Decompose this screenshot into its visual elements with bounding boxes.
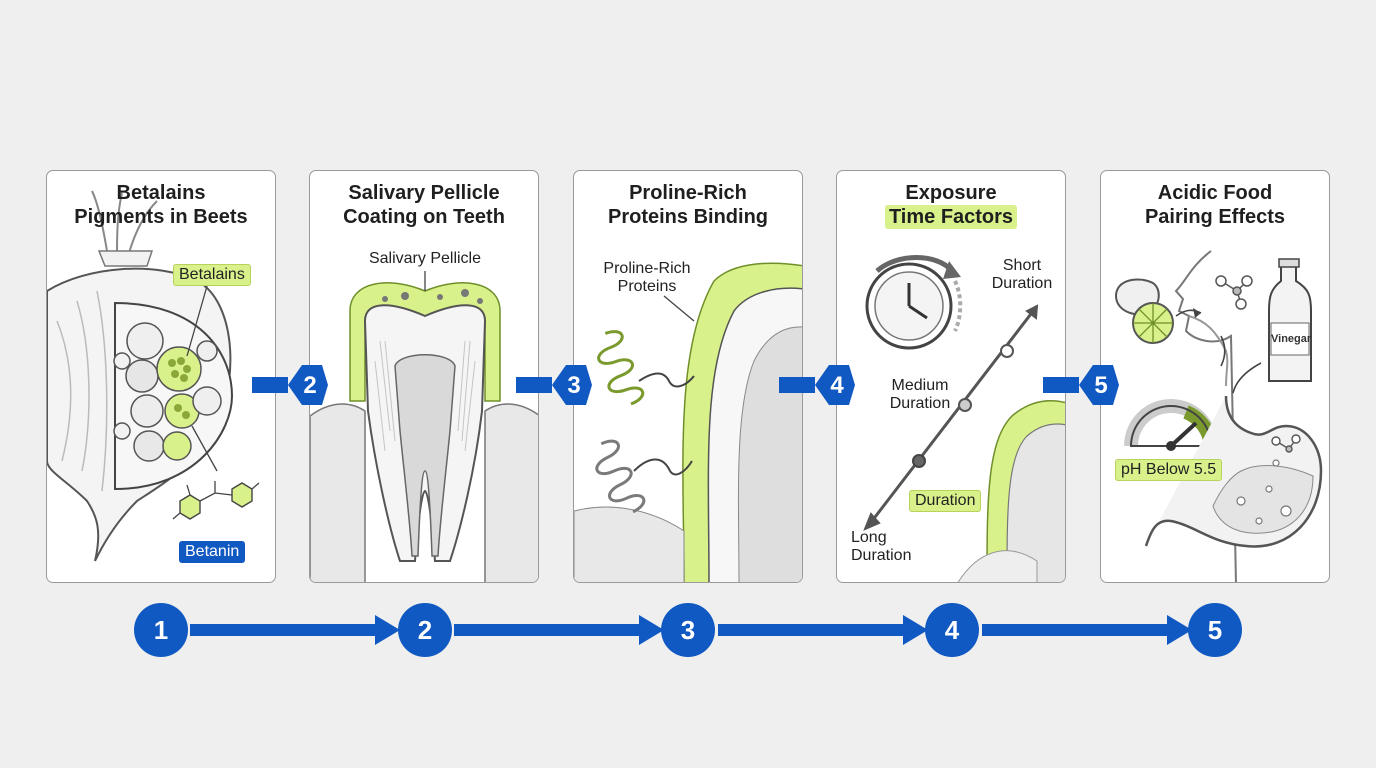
step-circle-1 (134, 603, 188, 657)
between-marker-5-label: 5 (1094, 372, 1107, 399)
betanin-label: Betanin (179, 541, 246, 563)
between-marker-5: 5 (1043, 365, 1119, 405)
between-marker-4: 4 (779, 365, 855, 405)
vinegar-bottle-icon (1268, 262, 1312, 382)
between-marker-2-label: 2 (303, 372, 316, 399)
panel-title: Proline-Rich Proteins Binding (608, 182, 768, 228)
step-number-4: 4 (944, 615, 960, 645)
between-marker-3-label: 3 (567, 372, 580, 399)
step-number-2: 2 (417, 615, 433, 645)
short-line1: Short (1002, 257, 1042, 274)
panel-title: Exposure Time Factors (837, 181, 1065, 229)
medium-line2: Duration (889, 395, 951, 412)
between-marker-4-label: 4 (830, 372, 844, 399)
long-line1: Long (851, 529, 887, 546)
proteins-label-line1: Proline-Rich (603, 260, 691, 277)
between-marker-3: 3 (516, 365, 592, 405)
ph-label: pH Below 5.5 (1115, 459, 1223, 481)
medium-duration-label: Medium Duration (877, 377, 963, 413)
beet-illustration (47, 190, 260, 562)
betalains-label: Betalains (173, 264, 251, 286)
panel-salivary-pellicle: Salivary Pellicle Coating on Teeth Saliv… (309, 170, 539, 583)
short-duration-label: Short Duration (977, 257, 1065, 293)
panel-betalains: Betalains Pigments in Beets Betalains Be… (46, 170, 276, 583)
step-circle-3 (661, 603, 715, 657)
exposure-time-illustration (863, 255, 1065, 582)
step-number-3: 3 (680, 615, 696, 645)
tooth-illustration (310, 271, 538, 582)
acidic-food-illustration (1114, 250, 1323, 582)
proteins-label-line2: Proteins (617, 278, 677, 295)
long-line2: Duration (851, 547, 912, 564)
panel-title: Acidic Food Pairing Effects (1144, 182, 1286, 228)
step-number-1: 1 (153, 615, 169, 645)
vinegar-label: Vinegar (1271, 333, 1312, 345)
between-marker-2: 2 (252, 365, 328, 405)
panel-exposure-time: Exposure Time Factors Short Duration Med… (836, 170, 1066, 583)
panel-title: Betalains Pigments in Beets (74, 182, 248, 228)
duration-label: Duration (909, 490, 982, 512)
long-duration-label: Long Duration (851, 529, 941, 565)
short-line2: Duration (991, 275, 1053, 292)
panel-proline-rich-proteins: Proline-Rich Proteins Binding Proline-Ri… (573, 170, 803, 583)
salivary-pellicle-label: Salivary Pellicle (368, 250, 482, 267)
step-circle-5 (1188, 603, 1242, 657)
step-circle-4 (925, 603, 979, 657)
panel-acidic-food: Acidic Food Pairing Effects Vinegar pH B… (1100, 170, 1330, 583)
proline-rich-proteins-label: Proline-Rich Proteins (582, 260, 712, 296)
medium-line1: Medium (891, 377, 949, 394)
step-number-5: 5 (1207, 615, 1223, 645)
panel-title: Salivary Pellicle Coating on Teeth (343, 182, 505, 228)
protein-binding-illustration (574, 262, 802, 582)
bottom-step-flow (134, 603, 1242, 657)
step-circle-2 (398, 603, 452, 657)
